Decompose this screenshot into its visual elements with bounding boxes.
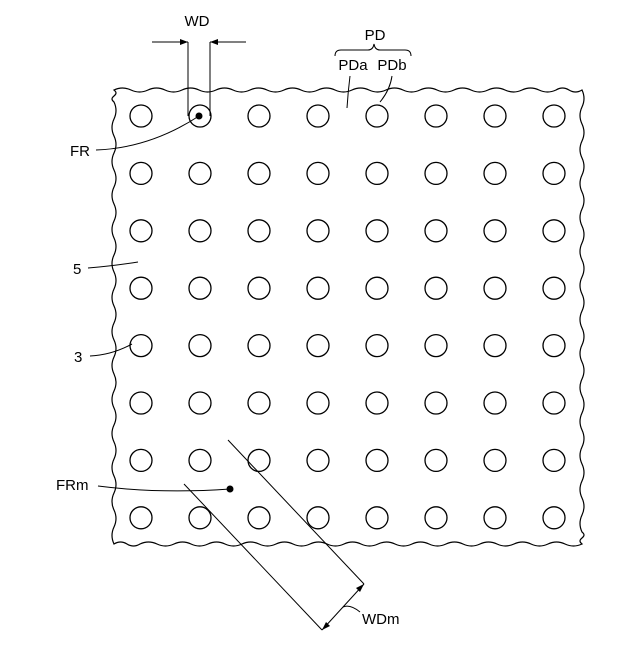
hole — [248, 335, 270, 357]
label-3: 3 — [74, 349, 82, 366]
hole — [425, 507, 447, 529]
hole — [366, 277, 388, 299]
hole — [425, 277, 447, 299]
hole — [189, 220, 211, 242]
hole — [543, 220, 565, 242]
hole — [366, 507, 388, 529]
hole — [484, 277, 506, 299]
hole — [189, 392, 211, 414]
hole — [130, 277, 152, 299]
hole — [248, 105, 270, 127]
hole — [366, 105, 388, 127]
hole — [543, 335, 565, 357]
hole — [307, 277, 329, 299]
hole — [248, 449, 270, 471]
hole — [484, 105, 506, 127]
label-pda: PDa — [338, 57, 368, 74]
label-5: 5 — [73, 261, 81, 278]
hole — [484, 392, 506, 414]
hole — [425, 105, 447, 127]
hole — [366, 392, 388, 414]
hole — [248, 277, 270, 299]
hole — [543, 507, 565, 529]
label-pd: PD — [365, 27, 386, 44]
hole — [425, 335, 447, 357]
hole — [543, 392, 565, 414]
hole — [484, 335, 506, 357]
hole — [189, 162, 211, 184]
hole — [248, 220, 270, 242]
hole — [130, 507, 152, 529]
hole — [130, 335, 152, 357]
label-frm: FRm — [56, 477, 89, 494]
hole — [248, 507, 270, 529]
hole — [189, 449, 211, 471]
hole — [307, 507, 329, 529]
label-wd: WD — [185, 13, 210, 30]
hole — [366, 162, 388, 184]
hole — [130, 162, 152, 184]
hole — [366, 220, 388, 242]
hole — [189, 335, 211, 357]
hole — [130, 105, 152, 127]
hole — [248, 162, 270, 184]
hole — [425, 392, 447, 414]
hole — [366, 335, 388, 357]
pd-brace — [335, 44, 411, 56]
hole — [484, 162, 506, 184]
label-pdb: PDb — [377, 57, 406, 74]
hole — [189, 277, 211, 299]
hole — [484, 507, 506, 529]
hole — [130, 220, 152, 242]
hole — [307, 220, 329, 242]
hole — [307, 335, 329, 357]
hole — [248, 392, 270, 414]
hole — [543, 449, 565, 471]
hole — [425, 449, 447, 471]
hole — [484, 220, 506, 242]
substrate-region — [112, 88, 584, 546]
hole — [425, 220, 447, 242]
hole — [543, 105, 565, 127]
hole — [130, 392, 152, 414]
label-wdm: WDm — [362, 611, 400, 628]
hole — [307, 392, 329, 414]
hole — [484, 449, 506, 471]
hole — [425, 162, 447, 184]
hole — [543, 277, 565, 299]
hole — [307, 449, 329, 471]
hole — [366, 449, 388, 471]
label-fr: FR — [70, 143, 90, 160]
hole — [130, 449, 152, 471]
hole — [307, 105, 329, 127]
hole — [189, 507, 211, 529]
hole — [307, 162, 329, 184]
hole — [543, 162, 565, 184]
